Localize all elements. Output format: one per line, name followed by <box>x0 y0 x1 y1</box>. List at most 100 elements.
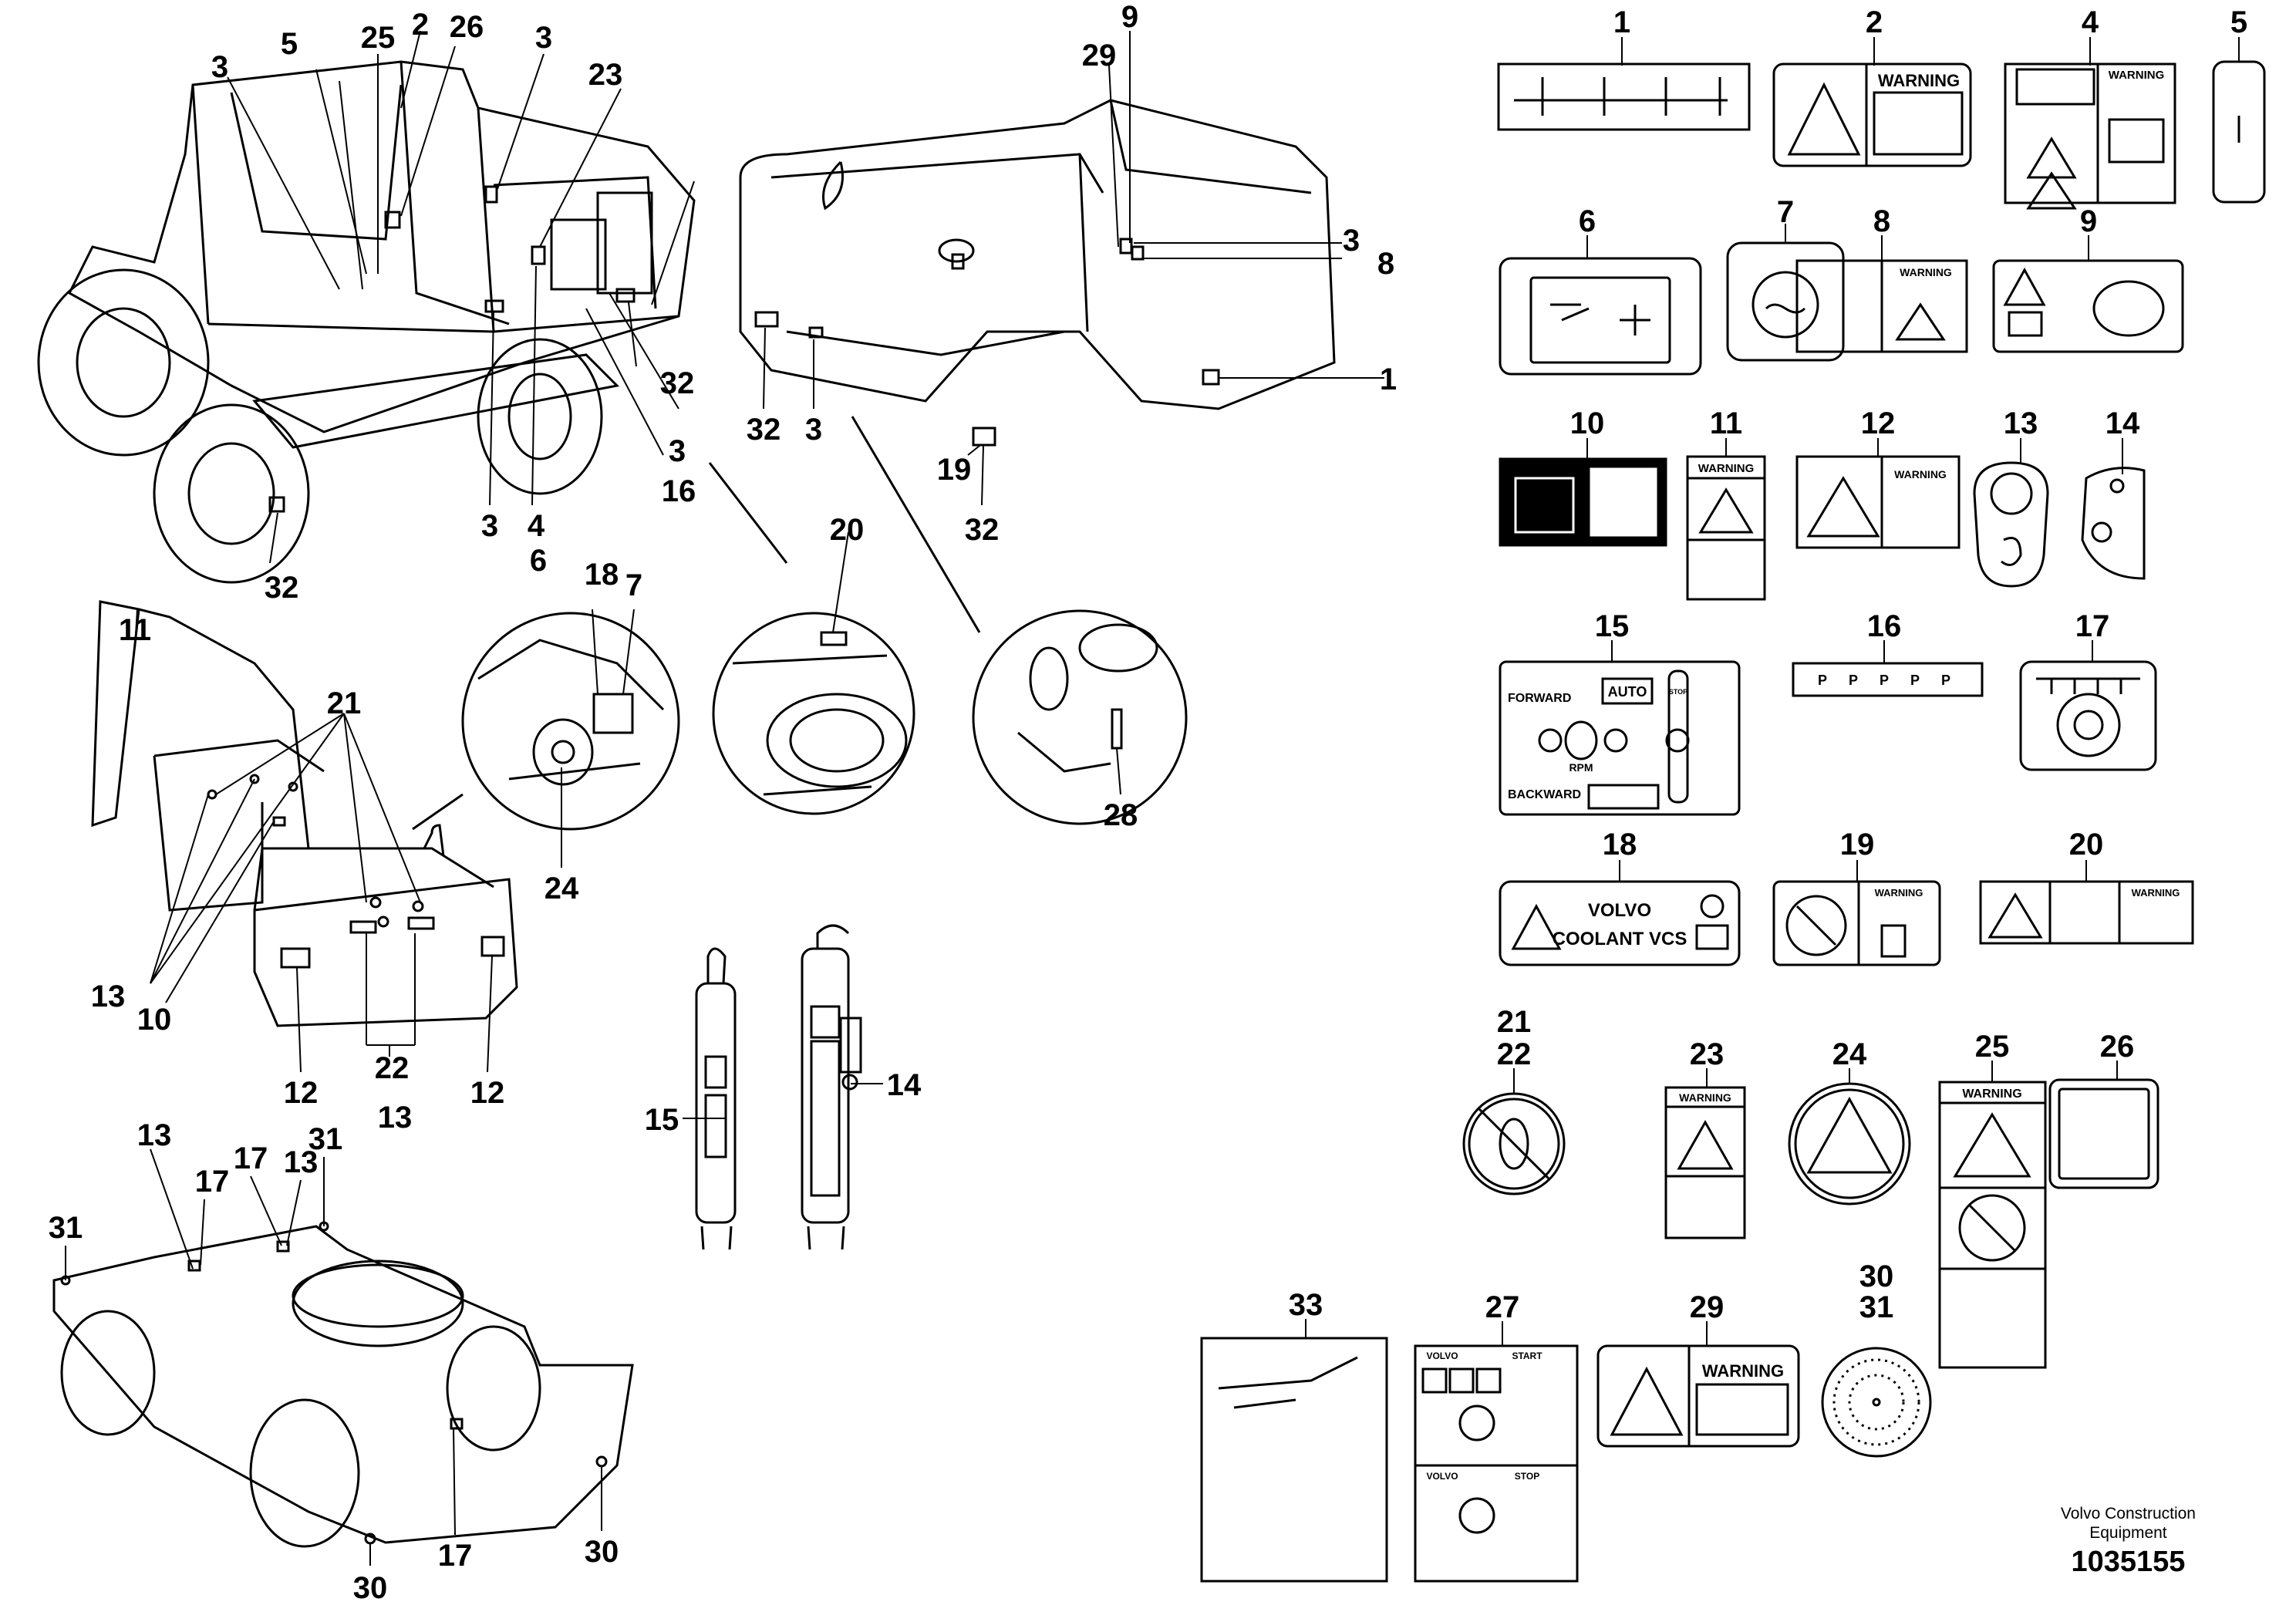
callout-14-joystick: 14 <box>887 1068 922 1102</box>
callout-31-under-a: 31 <box>308 1122 343 1156</box>
callout-28-detail: 28 <box>1104 798 1138 832</box>
callout-19: 19 <box>1840 828 1875 862</box>
decal-15-rpm: RPM <box>1569 761 1593 774</box>
callout-13-under-b: 13 <box>284 1145 319 1179</box>
decal-texts: WARNING WARNING WARNING WARNING WARNING … <box>1426 69 2180 1482</box>
decal-25 <box>1938 1081 2047 1369</box>
callout-7: 7 <box>1777 195 1794 229</box>
machine-view-front-boom <box>91 600 518 1027</box>
callout-1: 1 <box>1613 5 1630 39</box>
callout-25: 25 <box>1975 1030 2010 1064</box>
decal-13 <box>1973 461 2049 588</box>
decal-25-warning: WARNING <box>1962 1088 2021 1101</box>
callout-20: 20 <box>2069 828 2104 862</box>
callout-3-left-a: 3 <box>211 50 228 84</box>
callout-11-boom: 11 <box>119 613 151 647</box>
decal-12-warning: WARNING <box>1894 468 1947 481</box>
callout-33: 33 <box>1289 1288 1323 1322</box>
company-line-1: Volvo Construction <box>2060 1505 2196 1523</box>
decal-27-stop: STOP <box>1515 1471 1539 1482</box>
decal-23 <box>1664 1086 1746 1239</box>
decal-23-warning: WARNING <box>1679 1091 1731 1104</box>
callout-3-left-d: 3 <box>481 509 498 543</box>
callout-10: 10 <box>1570 406 1605 440</box>
decal-12 <box>1795 455 1961 549</box>
callout-numbers: 1 2 4 5 6 7 8 9 10 11 12 13 14 15 16 17 … <box>49 0 2247 1605</box>
decal-15-backward: BACKWARD <box>1508 788 1581 801</box>
machine-view-rear-left <box>37 60 696 584</box>
decal-14 <box>2081 467 2146 580</box>
callout-16: 16 <box>1867 609 1902 643</box>
decal-29-warning: WARNING <box>1702 1361 1784 1381</box>
callout-17-under-a: 17 <box>195 1165 230 1199</box>
callout-19-machine: 19 <box>937 453 972 487</box>
decal-27-volvo-top: VOLVO <box>1426 1351 1458 1361</box>
callout-27: 27 <box>1485 1290 1520 1324</box>
decal-27 <box>1414 1344 1579 1583</box>
callout-10-boom: 10 <box>137 1003 172 1037</box>
drawing-number: 1035155 <box>2071 1546 2186 1578</box>
footer-brand: Volvo Construction Equipment 1035155 <box>2061 1504 2196 1579</box>
decal-27-volvo-bottom: VOLVO <box>1426 1471 1458 1482</box>
decal-15-auto: AUTO <box>1608 684 1647 700</box>
callout-30: 30 <box>1859 1259 1894 1293</box>
callout-11: 11 <box>1710 406 1742 440</box>
callout-4-left: 4 <box>528 509 545 543</box>
callout-29-machine: 29 <box>1082 39 1117 73</box>
callout-5-left: 5 <box>281 27 298 61</box>
decal-16-p3: P <box>1880 673 1889 688</box>
callout-30-under-b: 30 <box>353 1571 388 1605</box>
decal-26 <box>2048 1078 2159 1189</box>
callout-21-boom: 21 <box>327 686 362 720</box>
decal-16-p5: P <box>1941 673 1950 688</box>
decal-2 <box>1772 62 1972 167</box>
callout-24-detail: 24 <box>544 872 579 905</box>
decal-4-warning: WARNING <box>2109 69 2165 82</box>
callout-9: 9 <box>2080 204 2097 238</box>
callout-20-detail: 20 <box>830 513 865 547</box>
callout-2-left: 2 <box>412 8 429 42</box>
decal-10 <box>1499 457 1667 547</box>
decal-6 <box>1499 257 1702 376</box>
callout-18-detail: 18 <box>585 558 619 592</box>
callout-7-detail: 7 <box>625 568 642 602</box>
callout-13: 13 <box>2004 406 2038 440</box>
callout-32-machine-b: 32 <box>747 413 781 447</box>
callout-9-machine: 9 <box>1121 0 1138 34</box>
callout-25-left: 25 <box>361 21 396 55</box>
callout-24: 24 <box>1832 1037 1867 1071</box>
callout-32-machine-c: 32 <box>965 513 1000 547</box>
joystick-right <box>801 924 862 1250</box>
decal-4 <box>2004 62 2176 210</box>
decal-21-22 <box>1462 1092 1566 1195</box>
callout-15-joystick: 15 <box>645 1103 679 1137</box>
callout-12-boom-a: 12 <box>284 1076 319 1110</box>
callout-13-boom-a: 13 <box>91 980 126 1013</box>
decal-11-warning: WARNING <box>1698 462 1755 475</box>
callout-8-machine: 8 <box>1377 247 1394 281</box>
machine-view-undercarriage <box>52 1221 634 1548</box>
callout-2: 2 <box>1866 5 1883 39</box>
detail-circle-28 <box>972 609 1188 825</box>
callout-17-under-c: 17 <box>438 1539 473 1573</box>
callout-32-left-b: 32 <box>265 571 299 605</box>
decal-19 <box>1772 880 1941 966</box>
callout-26: 26 <box>2100 1030 2135 1064</box>
callout-29: 29 <box>1690 1290 1725 1324</box>
decal-18-coolant: COOLANT VCS <box>1553 929 1687 949</box>
callout-26-left: 26 <box>450 10 484 44</box>
decal-20-warning: WARNING <box>2132 887 2180 899</box>
callout-15: 15 <box>1595 609 1630 643</box>
callout-8: 8 <box>1873 204 1890 238</box>
decal-30-31 <box>1821 1347 1932 1458</box>
decal-2-warning: WARNING <box>1878 71 1960 90</box>
callout-21: 21 <box>1497 1005 1532 1039</box>
leader-detail-20 <box>708 462 788 564</box>
decal-11 <box>1686 455 1766 601</box>
decal-9 <box>1992 259 2184 353</box>
decal-19-warning: WARNING <box>1875 887 1923 899</box>
callout-18: 18 <box>1603 828 1637 862</box>
detail-circle-20 <box>712 612 915 815</box>
callout-31: 31 <box>1859 1290 1894 1324</box>
leader-detail-24 <box>412 793 464 831</box>
